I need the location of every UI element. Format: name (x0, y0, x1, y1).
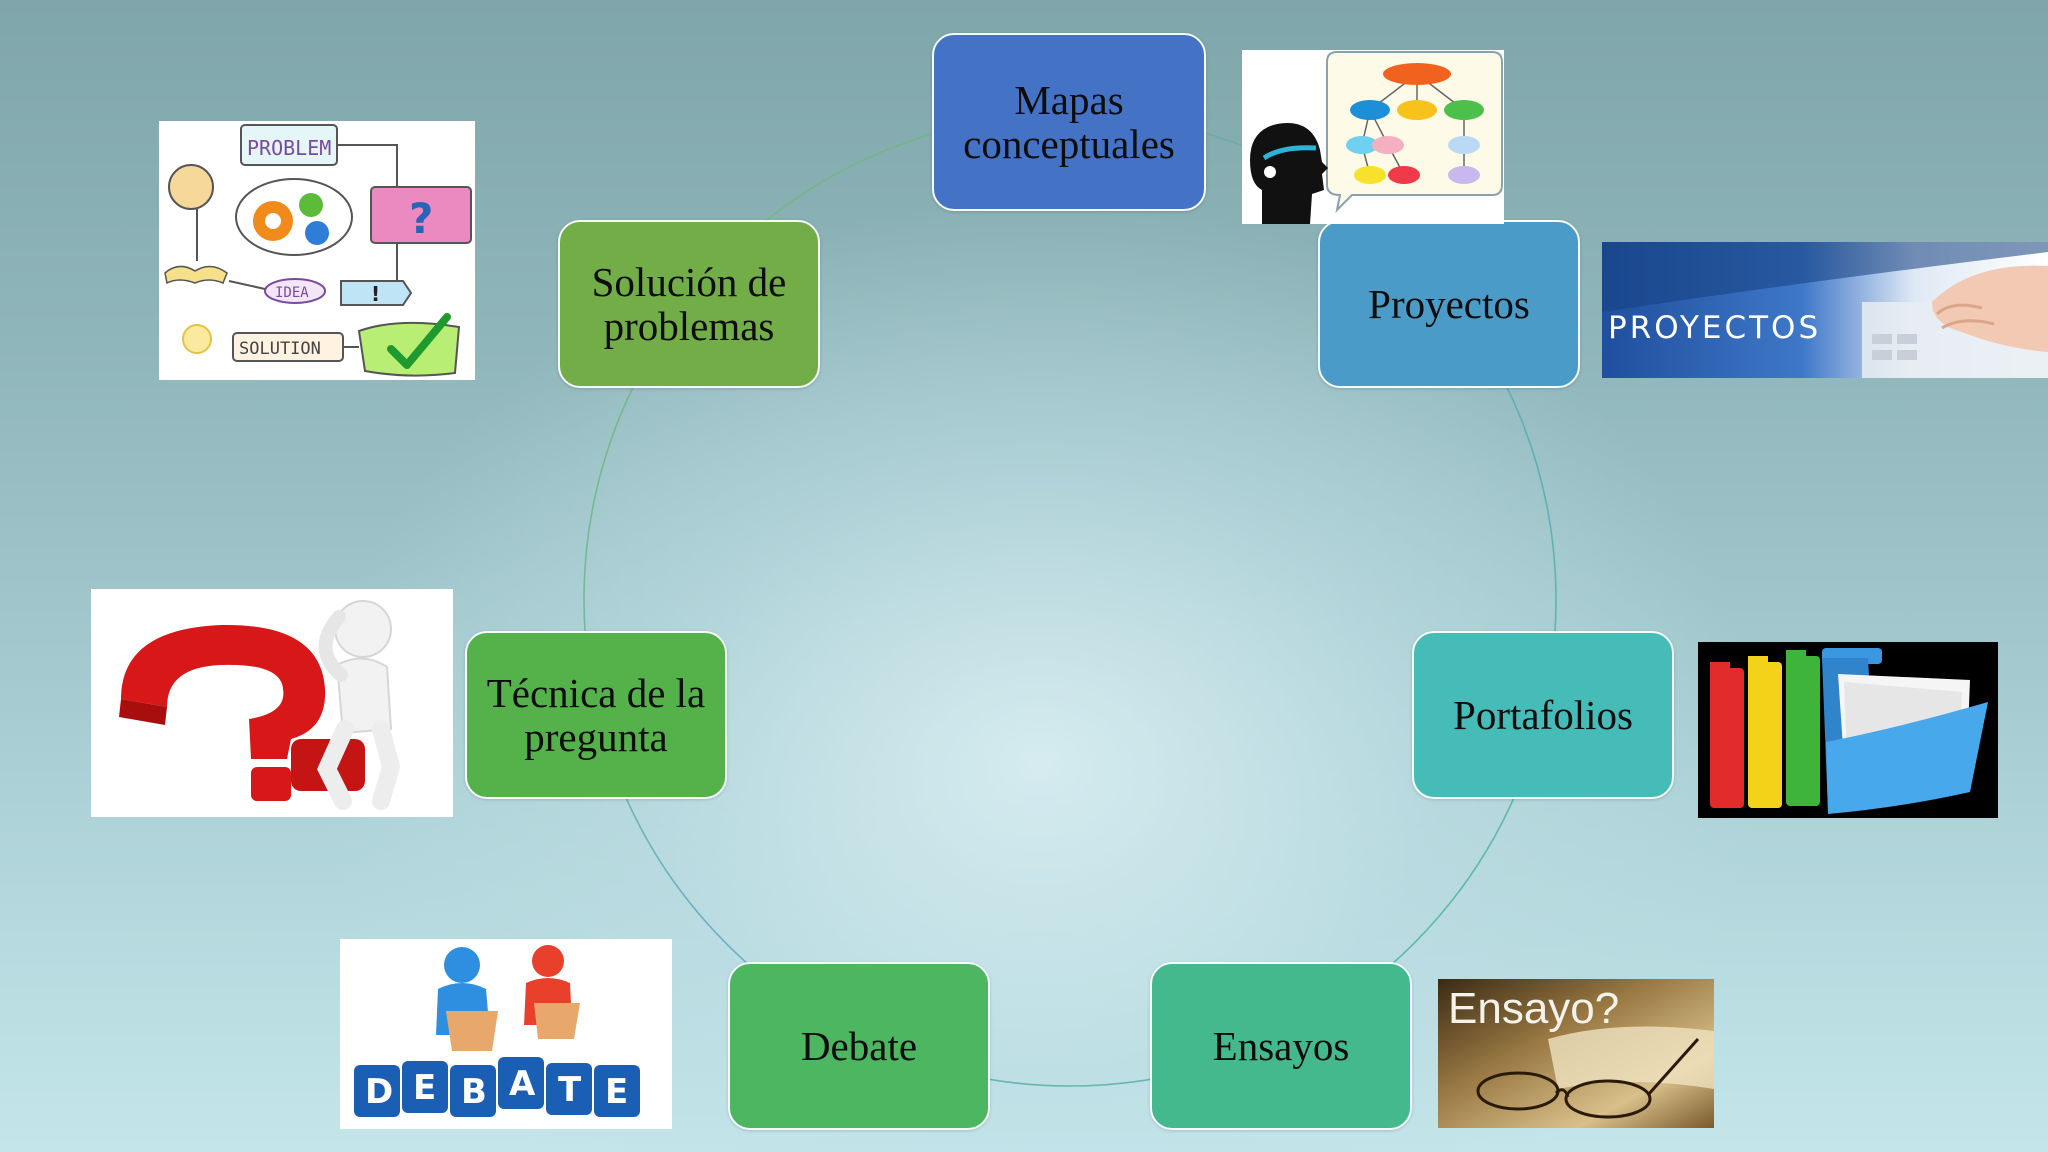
debate-letter: A (509, 1064, 536, 1104)
node-label: Debate (800, 1023, 918, 1069)
node-label: Mapas conceptuales (963, 77, 1175, 167)
problem-solving-image: PROBLEM ? IDEA ! SOLUTION (159, 121, 475, 380)
exclamation-icon: ! (371, 282, 380, 306)
node-debate[interactable]: Debate (728, 962, 990, 1130)
debate-letter: D (365, 1072, 393, 1112)
debate-image: D E B A T E (340, 939, 672, 1129)
concept-map-image (1242, 50, 1504, 224)
debate-letter: B (461, 1072, 487, 1112)
proyectos-banner-text: PROYECTOS (1608, 310, 1821, 346)
debate-letter: T (558, 1070, 582, 1110)
node-label: Ensayos (1212, 1023, 1350, 1069)
node-mapas-conceptuales[interactable]: Mapas conceptuales (932, 33, 1206, 211)
node-label: Proyectos (1368, 281, 1530, 327)
proyectos-banner-image: PROYECTOS (1602, 242, 2048, 378)
node-portafolios[interactable]: Portafolios (1412, 631, 1674, 799)
debate-letter: E (605, 1072, 628, 1112)
debate-letter: E (413, 1068, 436, 1108)
node-tecnica-de-la-pregunta[interactable]: Técnica de la pregunta (465, 631, 727, 799)
node-proyectos[interactable]: Proyectos (1318, 220, 1580, 388)
ensayo-image: Ensayo? (1438, 979, 1714, 1128)
node-label: Técnica de la pregunta (486, 670, 706, 760)
question-mark-figure-image (91, 589, 453, 817)
solution-label: SOLUTION (239, 339, 321, 359)
node-label: Portafolios (1453, 692, 1633, 738)
idea-label: IDEA (275, 285, 309, 301)
node-ensayos[interactable]: Ensayos (1150, 962, 1412, 1130)
ensayo-image-title: Ensayo? (1448, 984, 1619, 1033)
folders-image (1698, 642, 1998, 818)
node-label: Solución de problemas (591, 259, 787, 349)
node-solucion-de-problemas[interactable]: Solución de problemas (558, 220, 820, 388)
problem-label: PROBLEM (247, 136, 331, 160)
question-mark-icon: ? (409, 194, 433, 243)
